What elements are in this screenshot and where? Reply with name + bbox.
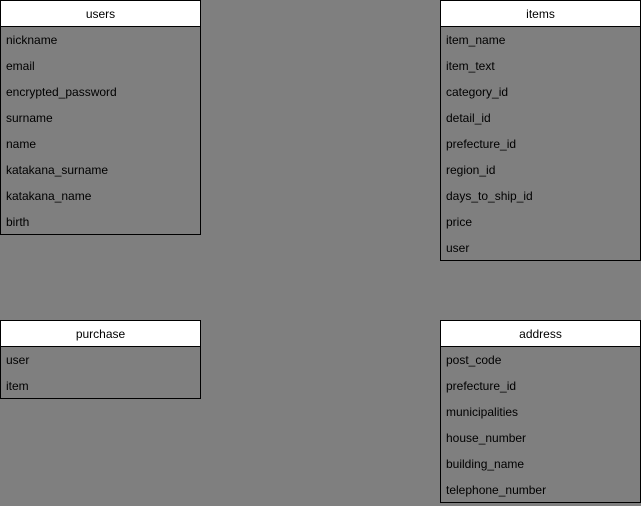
purchase-table[interactable]: purchase user item bbox=[0, 320, 201, 399]
users-field-encrypted-password[interactable]: encrypted_password bbox=[6, 85, 117, 99]
users-field-email[interactable]: email bbox=[6, 59, 35, 73]
items-field-days-to-ship-id[interactable]: days_to_ship_id bbox=[446, 189, 533, 203]
items-table-fields: item_name item_text category_id detail_i… bbox=[441, 27, 640, 261]
address-field-telephone-number[interactable]: telephone_number bbox=[446, 483, 547, 497]
items-field-category-id[interactable]: category_id bbox=[446, 85, 509, 99]
items-table[interactable]: items item_name item_text category_id de… bbox=[440, 0, 641, 261]
items-field-detail-id[interactable]: detail_id bbox=[446, 111, 491, 125]
items-table-header[interactable]: items bbox=[441, 1, 640, 27]
items-field-item-text[interactable]: item_text bbox=[446, 59, 495, 73]
users-field-katakana-surname[interactable]: katakana_surname bbox=[6, 163, 109, 177]
users-table-fields: nickname email encrypted_password surnam… bbox=[1, 27, 200, 235]
purchase-field-user[interactable]: user bbox=[6, 353, 30, 367]
users-field-katakana-name[interactable]: katakana_name bbox=[6, 189, 92, 203]
items-field-region-id[interactable]: region_id bbox=[446, 163, 496, 177]
users-table-header[interactable]: users bbox=[1, 1, 200, 27]
address-table[interactable]: address post_code prefecture_id municipa… bbox=[440, 320, 641, 503]
users-field-nickname[interactable]: nickname bbox=[6, 33, 58, 47]
address-field-post-code[interactable]: post_code bbox=[446, 353, 502, 367]
purchase-table-fields: user item bbox=[1, 347, 200, 399]
users-table[interactable]: users nickname email encrypted_password … bbox=[0, 0, 201, 235]
users-field-name[interactable]: name bbox=[6, 137, 37, 151]
purchase-field-item[interactable]: item bbox=[6, 379, 29, 393]
items-field-item-name[interactable]: item_name bbox=[446, 33, 506, 47]
items-field-user[interactable]: user bbox=[446, 241, 470, 255]
items-field-prefecture-id[interactable]: prefecture_id bbox=[446, 137, 517, 151]
address-field-building-name[interactable]: building_name bbox=[446, 457, 525, 471]
purchase-table-header[interactable]: purchase bbox=[1, 321, 200, 347]
address-field-prefecture-id[interactable]: prefecture_id bbox=[446, 379, 517, 393]
users-field-birth[interactable]: birth bbox=[6, 215, 30, 229]
address-field-municipalities[interactable]: municipalities bbox=[446, 405, 519, 419]
address-table-header[interactable]: address bbox=[441, 321, 640, 347]
address-table-fields: post_code prefecture_id municipalities h… bbox=[441, 347, 640, 503]
items-field-price[interactable]: price bbox=[446, 215, 473, 229]
users-field-surname[interactable]: surname bbox=[6, 111, 53, 125]
address-field-house-number[interactable]: house_number bbox=[446, 431, 527, 445]
